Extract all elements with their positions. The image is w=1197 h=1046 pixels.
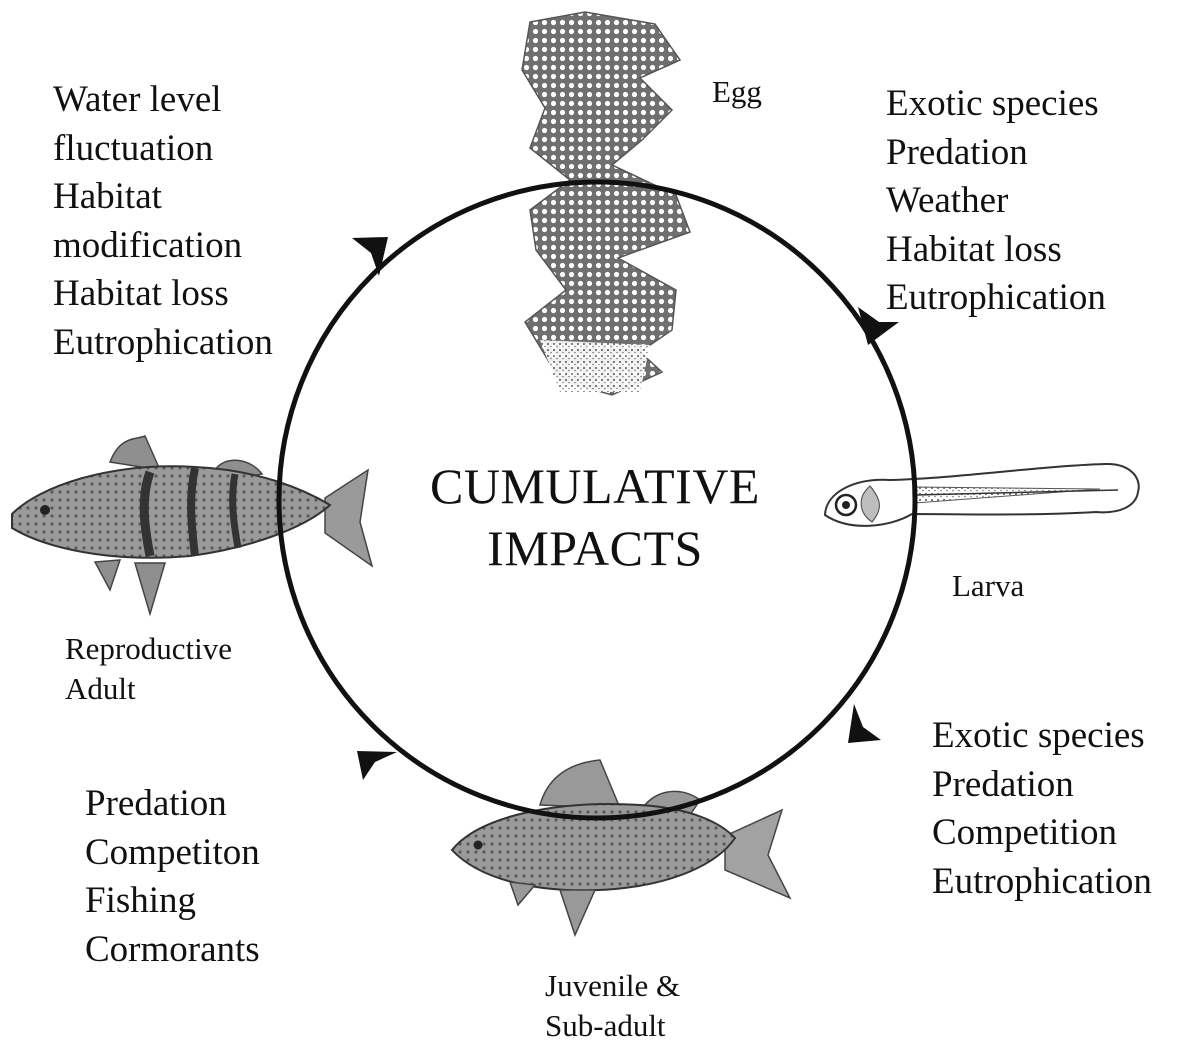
stage-label-larva: Larva — [952, 566, 1024, 606]
impact-item: Competiton — [85, 829, 260, 878]
larva-icon — [825, 464, 1139, 526]
impact-item: Competition — [932, 809, 1152, 858]
impact-item: Habitat loss — [886, 226, 1106, 275]
impacts-top-right: Exotic species Predation Weather Habitat… — [886, 80, 1106, 323]
center-title: CUMULATIVE IMPACTS — [400, 455, 790, 579]
impact-item: Habitat loss — [53, 270, 273, 319]
impacts-bottom-left: Predation Competiton Fishing Cormorants — [85, 780, 260, 974]
stage-label-adult-line-1: Reproductive — [65, 629, 232, 669]
stage-label-adult: Reproductive Adult — [65, 629, 232, 709]
impact-item: Habitat — [53, 173, 273, 222]
stage-label-juvenile-line-1: Juvenile & — [545, 966, 680, 1006]
impact-item: Predation — [886, 129, 1106, 178]
impacts-top-left: Water level fluctuation Habitat modifica… — [53, 76, 273, 367]
stage-label-juvenile: Juvenile & Sub-adult — [545, 966, 680, 1046]
stage-label-adult-line-2: Adult — [65, 669, 232, 709]
stage-label-egg: Egg — [712, 72, 762, 112]
impacts-bottom-right: Exotic species Predation Competition Eut… — [932, 712, 1152, 906]
arrow-juvenile-to-adult — [357, 751, 397, 780]
center-title-line-2: IMPACTS — [400, 517, 790, 579]
impact-item: Exotic species — [886, 80, 1106, 129]
center-title-line-1: CUMULATIVE — [400, 455, 790, 517]
impact-item: Water level — [53, 76, 273, 125]
impact-item: fluctuation — [53, 125, 273, 174]
impact-item: Eutrophication — [932, 858, 1152, 907]
egg-strand-icon — [522, 12, 690, 395]
impact-item: Eutrophication — [886, 274, 1106, 323]
impact-item: Eutrophication — [53, 319, 273, 368]
impact-item: Exotic species — [932, 712, 1152, 761]
adult-perch-icon — [12, 436, 372, 614]
impact-item: Fishing — [85, 877, 260, 926]
arrow-larva-to-juvenile — [848, 704, 881, 743]
impact-item: Weather — [886, 177, 1106, 226]
impact-item: Cormorants — [85, 926, 260, 975]
impact-item: Predation — [932, 761, 1152, 810]
impact-item: modification — [53, 222, 273, 271]
arrow-adult-to-egg — [352, 237, 388, 276]
impact-item: Predation — [85, 780, 260, 829]
stage-label-juvenile-line-2: Sub-adult — [545, 1006, 680, 1046]
